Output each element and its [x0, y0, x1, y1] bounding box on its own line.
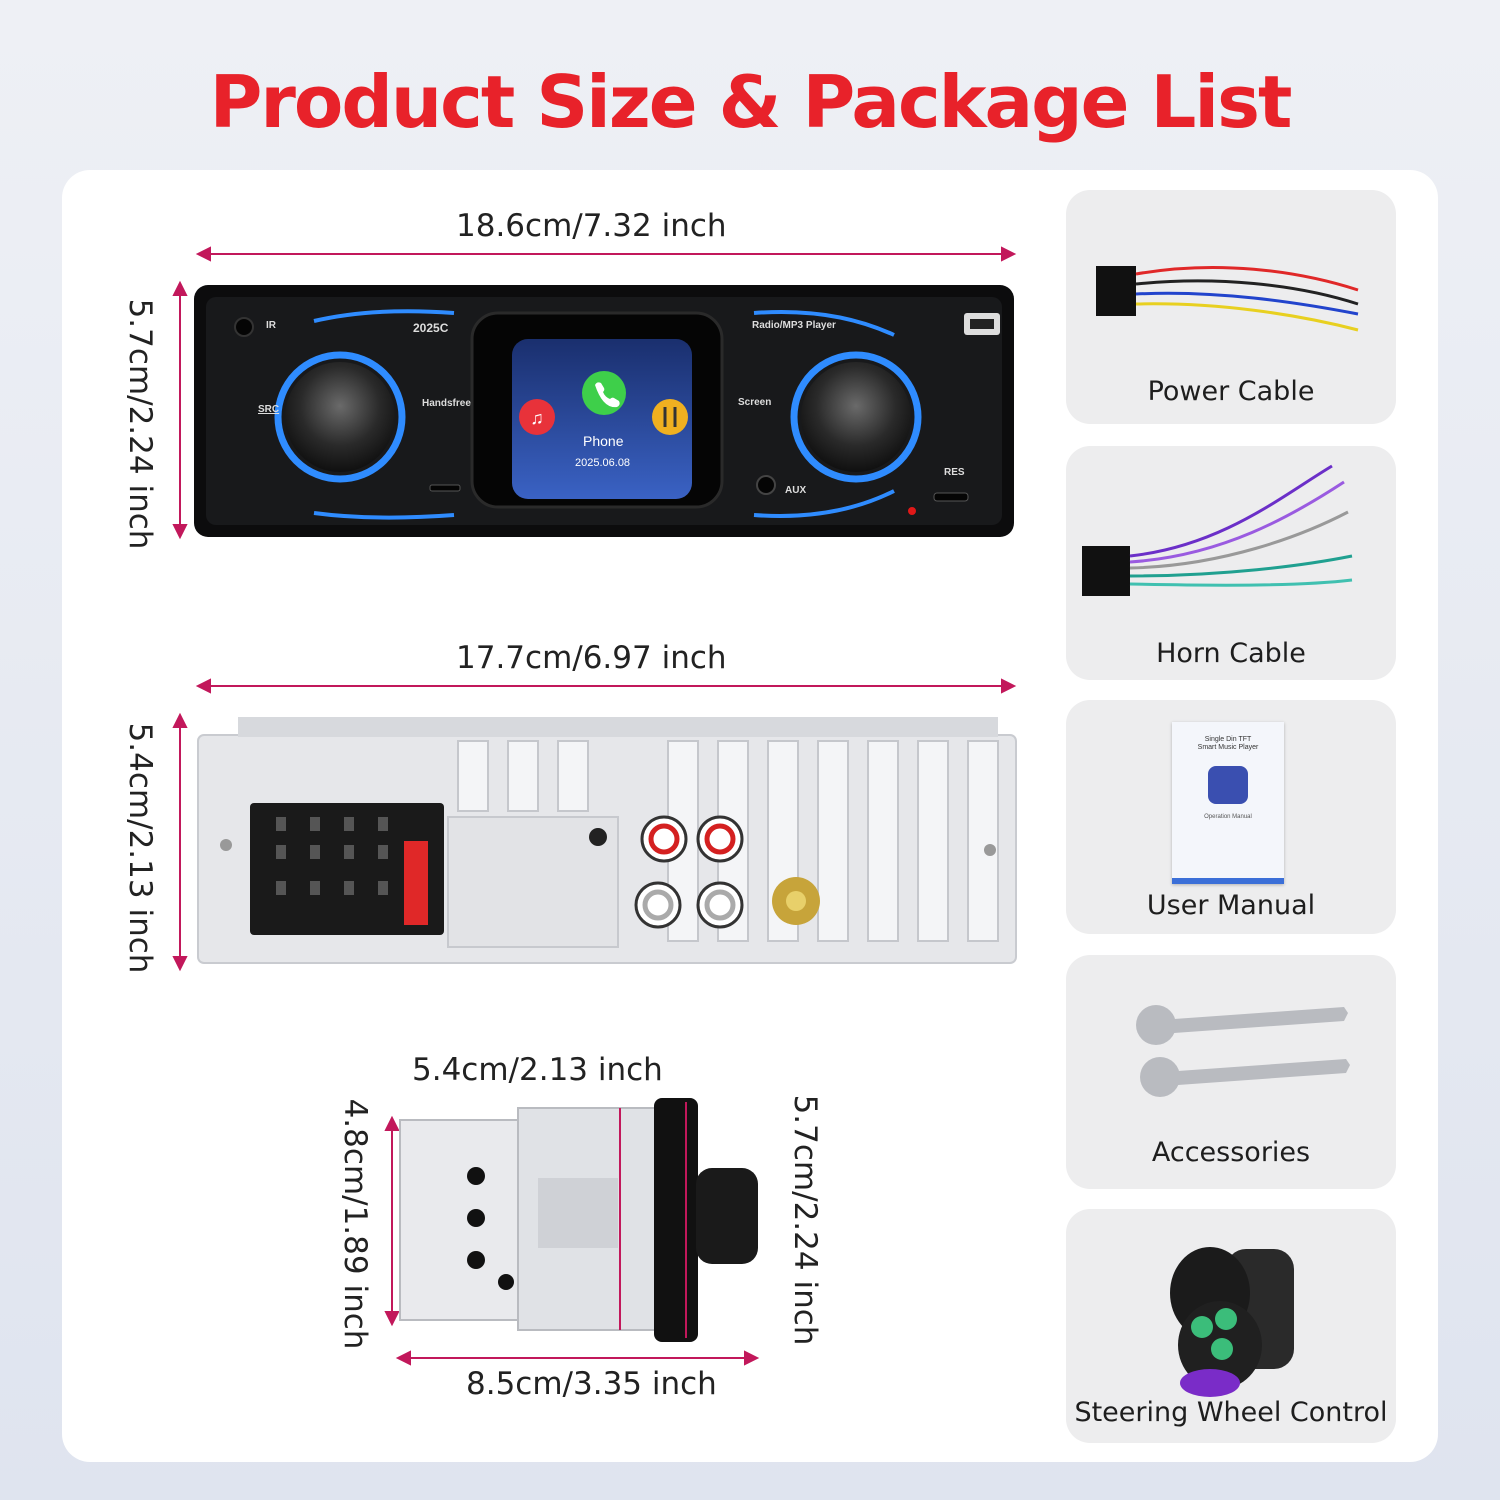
front-bezel [654, 1098, 698, 1342]
page-title: Product Size & Package List [209, 60, 1293, 144]
fuse [404, 841, 428, 925]
aux-label: AUX [785, 485, 807, 496]
phone-app-icon [582, 371, 626, 415]
front-width-line [172, 246, 1017, 1366]
knob-side [696, 1168, 758, 1264]
horn-cable-image [1082, 464, 1353, 596]
package-label: Accessories [1151, 1137, 1311, 1168]
front-width-label: 18.6cm/7.32 inch [456, 208, 727, 244]
package-card-steering-wheel-control: Steering Wheel Control [1066, 1209, 1396, 1443]
rca-white-2 [696, 881, 744, 929]
right-knob-ring [790, 351, 922, 483]
radio-side-view [399, 1098, 758, 1342]
model-label: 2025C [413, 321, 449, 335]
screen-phone-label: Phone [583, 433, 624, 449]
aux-app-icon [652, 399, 688, 435]
manual-image: Single Din TFT Smart Music Player Operat… [1172, 722, 1284, 884]
front-height-label: 5.7cm/2.24 inch [122, 298, 158, 550]
left-knob-ring [274, 351, 406, 483]
svg-text:♫: ♫ [530, 408, 544, 428]
rca-red-1 [640, 815, 688, 863]
side-bottom-label: 8.5cm/3.35 inch [466, 1366, 717, 1402]
side-left-label: 4.8cm/1.89 inch [337, 1098, 373, 1350]
screen-date-label: 2025.06.08 [575, 457, 631, 469]
music-app-icon [519, 399, 555, 435]
src-label: SRC [258, 404, 280, 415]
rca-red-2 [696, 815, 744, 863]
package-card-horn-cable: Horn Cable [1066, 446, 1396, 680]
side-top-label: 5.4cm/2.13 inch [412, 1052, 663, 1088]
package-label: Power Cable [1147, 376, 1315, 407]
package-card-accessories: Accessories [1066, 955, 1396, 1189]
handsfree-label: Handsfree [422, 398, 471, 409]
steering-remote-image [1170, 1247, 1294, 1397]
left-volume-knob [285, 362, 395, 472]
radio-faceplate: ♫ [194, 285, 1014, 537]
manual-title-1: Single Din TFT [1204, 736, 1252, 743]
package-label: Steering Wheel Control [1074, 1397, 1388, 1428]
right-volume-knob [801, 362, 911, 472]
package-card-user-manual: Single Din TFT Smart Music Player Operat… [1066, 700, 1396, 934]
manual-subtitle: Operation Manual [1204, 814, 1252, 820]
iso-connector [250, 803, 444, 935]
package-label: Horn Cable [1156, 638, 1306, 669]
power-cable-image [1096, 265, 1359, 332]
player-label: Radio/MP3 Player [752, 320, 836, 331]
screen-label: Screen [738, 397, 772, 408]
side-right-label: 5.7cm/2.24 inch [787, 1094, 823, 1346]
package-label: User Manual [1146, 890, 1316, 921]
rca-white-1 [634, 881, 682, 929]
display-screen [512, 339, 692, 499]
package-card-power-cable: Power Cable [1066, 190, 1396, 424]
res-label: RES [944, 467, 965, 478]
back-height-label: 5.4cm/2.13 inch [122, 722, 158, 974]
radio-rear-chassis [197, 717, 1017, 964]
back-width-label: 17.7cm/6.97 inch [456, 640, 727, 676]
manual-title-2: Smart Music Player [1197, 744, 1259, 751]
removal-keys-image [1136, 1005, 1350, 1097]
ir-label: IR [266, 320, 276, 331]
